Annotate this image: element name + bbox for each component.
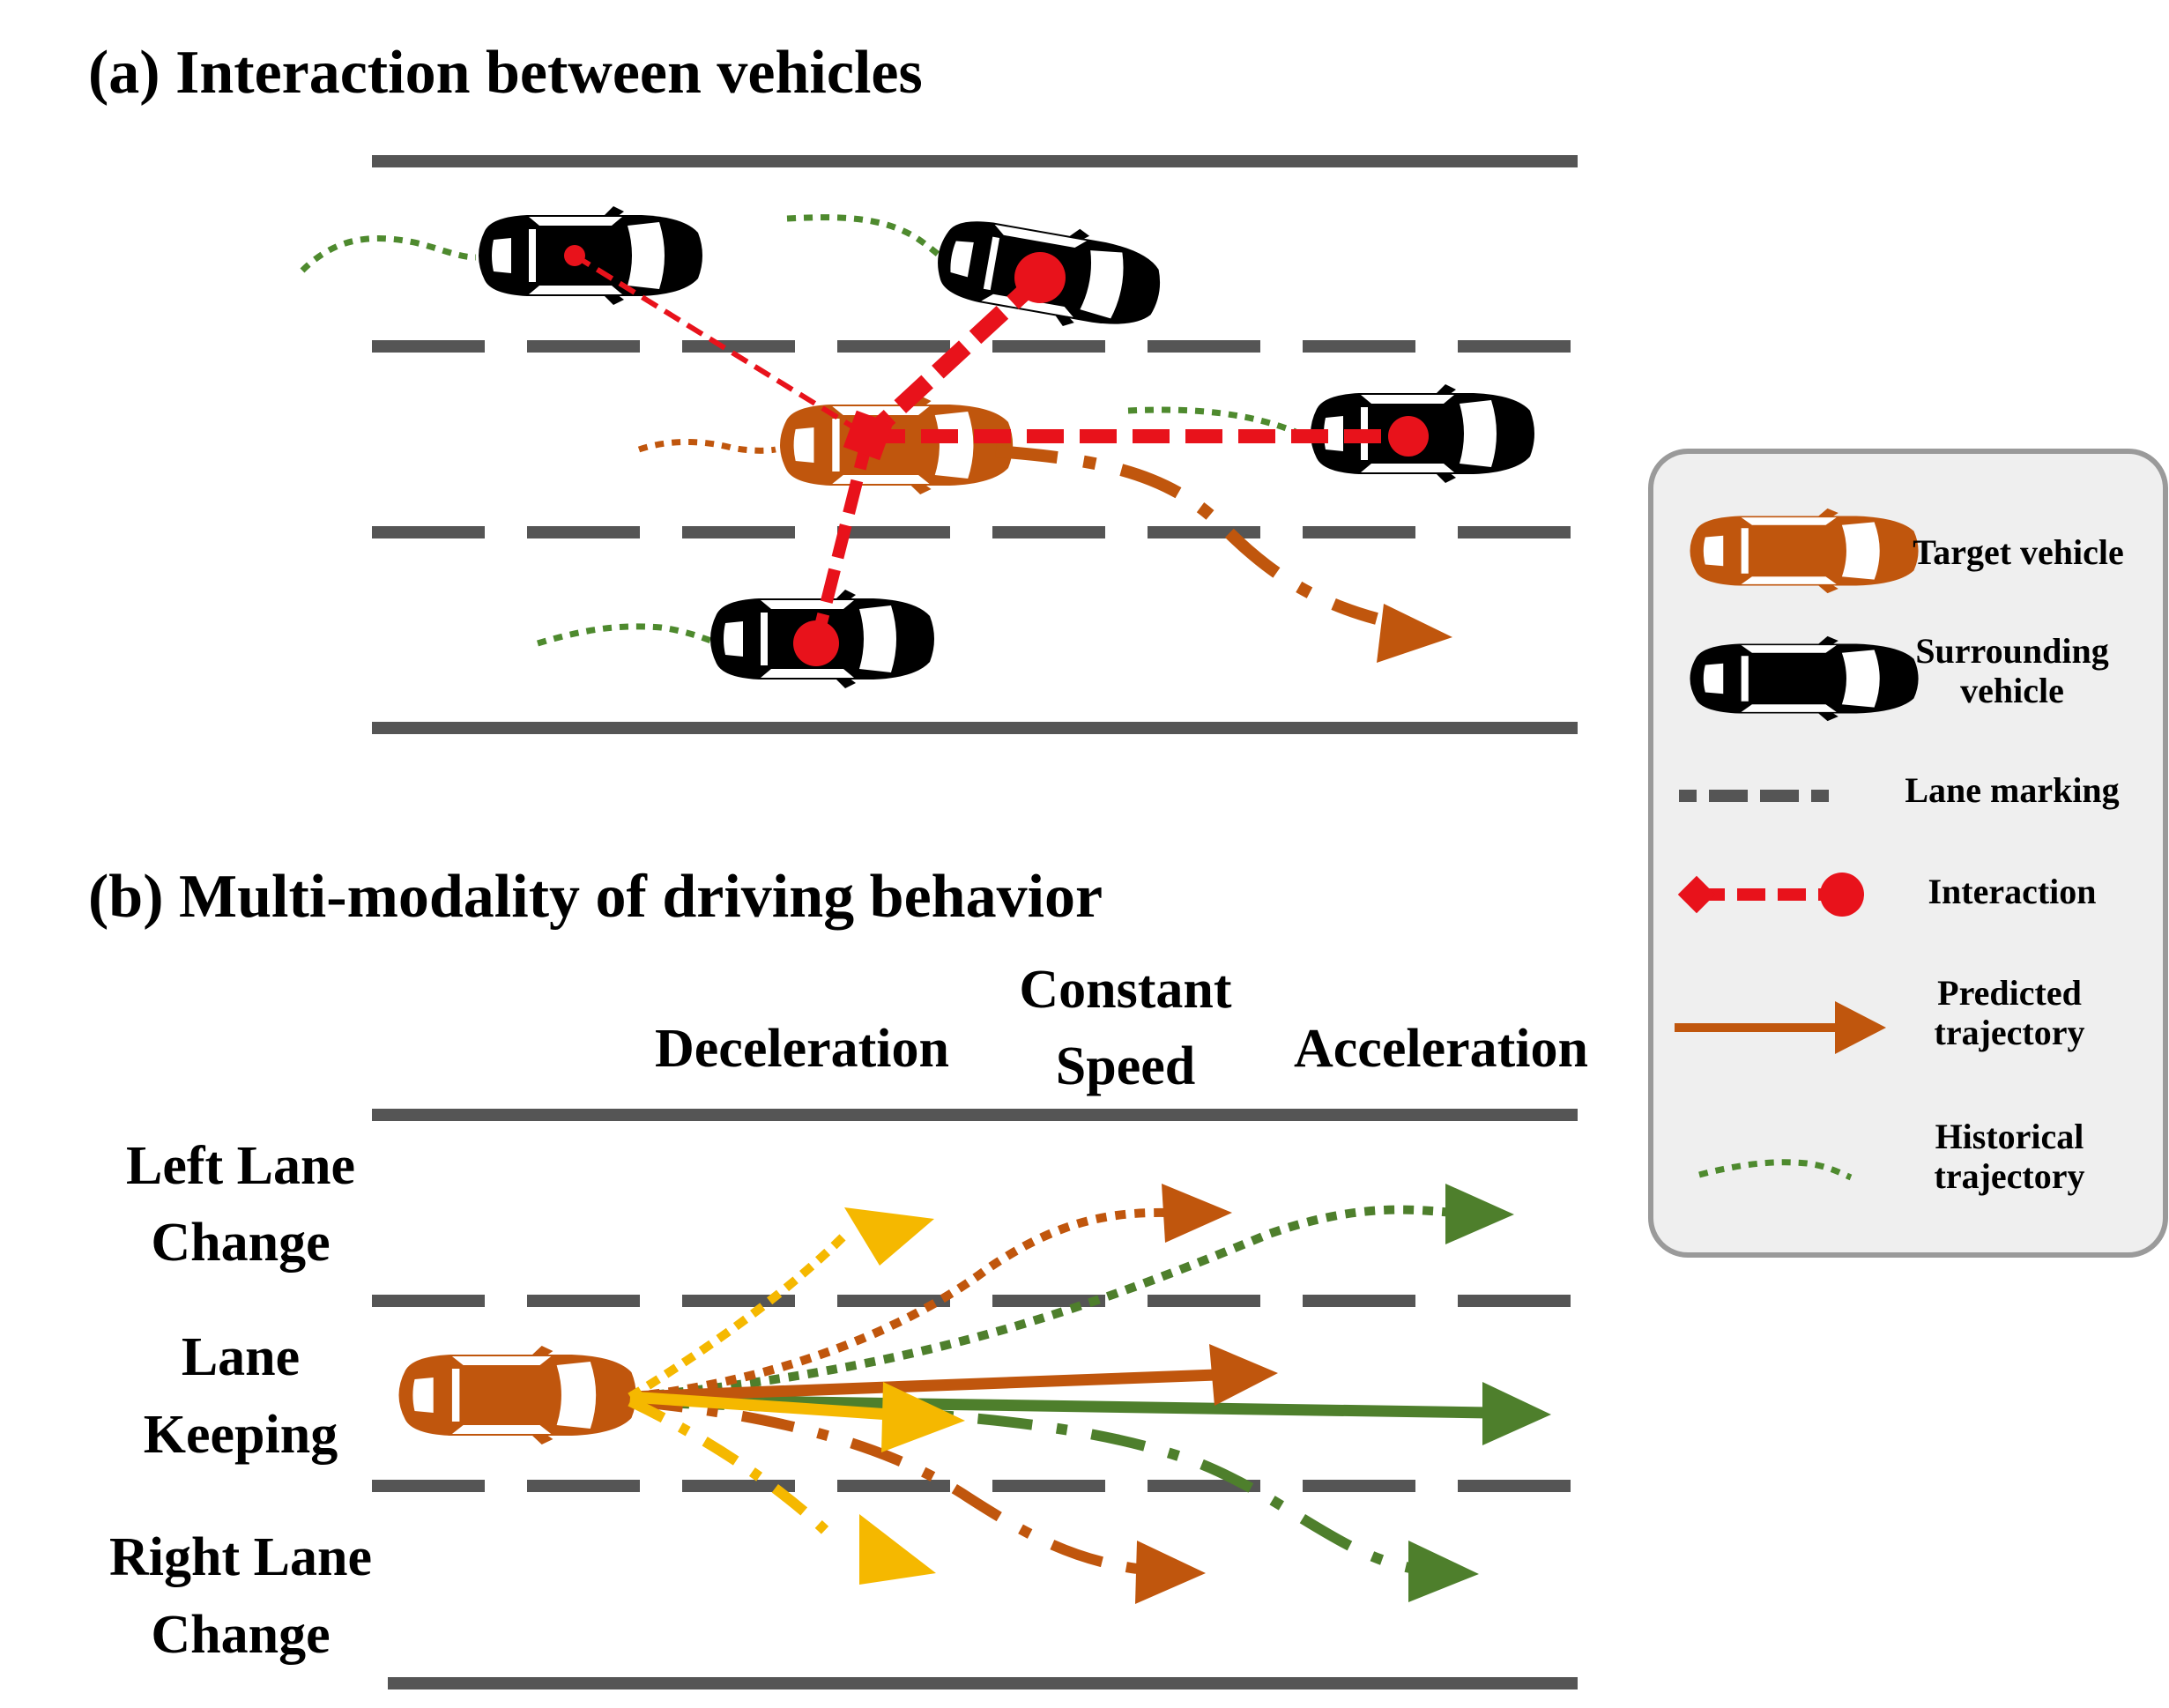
- decel-trajectories: [628, 1207, 965, 1585]
- constant-left-lane-change: [629, 1207, 1169, 1401]
- panel-b-title: (b) Multi-modality of driving behavior: [88, 863, 1103, 931]
- decel-lane-keeping: [629, 1391, 891, 1421]
- decel-right-lane-change: [628, 1396, 837, 1542]
- legend-interaction-label: Interaction: [1928, 872, 2096, 911]
- interaction-node: [564, 245, 585, 266]
- legend-interaction-icon: [1677, 873, 1864, 917]
- legend-predicted-label-line1: Predicted: [1937, 973, 2082, 1013]
- row-right-lane-change-line2: Change: [151, 1605, 330, 1665]
- legend-surrounding-label-line1: Surrounding: [1915, 631, 2108, 671]
- legend-target-label: Target vehicle: [1913, 532, 2124, 572]
- interaction-nodes: [564, 245, 1429, 666]
- panel-a-title: (a) Interaction between vehicles: [88, 39, 923, 107]
- historical-trajectories: [300, 214, 1297, 647]
- panel-a-road: [372, 155, 1578, 734]
- interaction-line: [573, 253, 870, 439]
- row-left-lane-change-line1: Left Lane: [126, 1136, 355, 1196]
- constant-trajectories: [629, 1184, 1278, 1604]
- legend-target-vehicle-icon: [1690, 508, 1919, 594]
- historical-trajectory: [1127, 406, 1297, 435]
- legend-predicted-label-line2: trajectory: [1935, 1013, 2085, 1052]
- target-vehicle: [780, 396, 1014, 494]
- row-lane-keeping-line2: Keeping: [144, 1405, 338, 1465]
- legend-historical-icon: [1698, 1159, 1853, 1181]
- historical-trajectory: [536, 623, 716, 647]
- decel-left-lane-change: [628, 1230, 850, 1401]
- legend-surrounding-vehicle-icon: [1690, 635, 1919, 722]
- constant-right-lane-change: [629, 1396, 1138, 1574]
- interaction-links: [573, 253, 1408, 645]
- interaction-line: [810, 434, 874, 645]
- legend-historical-label-line1: Historical: [1935, 1117, 2084, 1156]
- predicted-trajectory: [995, 445, 1452, 663]
- interaction-node: [1388, 416, 1429, 457]
- accel-left-lane-change: [634, 1205, 1455, 1401]
- historical-trajectory: [786, 214, 945, 261]
- legend-lane-label: Lane marking: [1905, 770, 2119, 810]
- target-vehicle: [398, 1346, 636, 1444]
- legend-historical-label-line2: trajectory: [1935, 1156, 2085, 1196]
- column-constant-speed-line1: Constant: [1019, 960, 1232, 1020]
- interaction-node: [793, 620, 839, 666]
- row-right-lane-change-line1: Right Lane: [109, 1527, 372, 1587]
- row-lane-keeping-line1: Lane: [182, 1327, 300, 1387]
- row-left-lane-change-line2: Change: [151, 1213, 330, 1273]
- surrounding-vehicle: [479, 206, 702, 305]
- interaction-node: [1014, 252, 1066, 303]
- column-constant-speed-line2: Speed: [1056, 1036, 1195, 1096]
- historical-trajectory: [300, 235, 477, 273]
- interaction-line: [862, 271, 1046, 443]
- historical-trajectory: [637, 439, 776, 454]
- column-acceleration: Acceleration: [1294, 1019, 1588, 1079]
- panel-b-road: [372, 1109, 1578, 1689]
- legend-surrounding-label-line2: vehicle: [1960, 671, 2064, 710]
- interaction-target-node: [843, 410, 894, 461]
- column-deceleration: Deceleration: [655, 1019, 949, 1079]
- constant-lane-keeping: [629, 1369, 1217, 1403]
- legend: Target vehicle Surrounding vehicle Lane …: [1648, 449, 2168, 1258]
- legend-predicted-icon: [1675, 1001, 1886, 1054]
